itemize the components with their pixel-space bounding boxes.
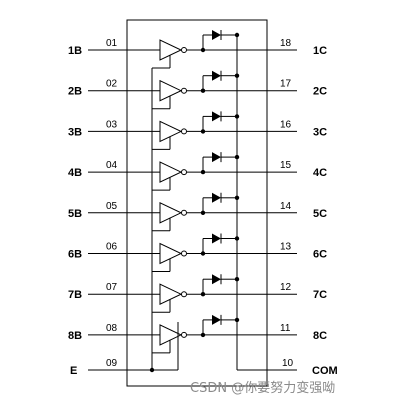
com-pin-number: 10: [282, 358, 294, 369]
diode-icon: [212, 233, 221, 244]
com-label: COM: [312, 365, 338, 377]
chip-outline: [126, 19, 268, 387]
inverter-bubble-icon: [181, 331, 187, 338]
inverter-bubble-icon: [181, 47, 187, 53]
input-pin-number: 02: [106, 79, 118, 90]
channel-5: 5B 05 14 5C: [68, 192, 327, 232]
output-label: 4C: [313, 167, 327, 179]
output-pin-number: 12: [280, 282, 292, 293]
output-label: 3C: [313, 126, 327, 138]
input-label: 6B: [68, 249, 82, 261]
input-label: 5B: [68, 208, 82, 220]
input-pin-number: 05: [106, 201, 118, 212]
inverter-bubble-icon: [181, 209, 187, 216]
diode-icon: [212, 111, 221, 122]
output-pin-number: 11: [280, 323, 291, 334]
inverter-bubble-icon: [181, 250, 187, 257]
diode-icon: [212, 314, 221, 325]
input-label: 3B: [68, 126, 82, 138]
watermark-text: CSDN @你要努力变强呦: [190, 380, 335, 396]
input-label: 4B: [68, 167, 82, 179]
diode-icon: [212, 30, 221, 40]
input-label: 1B: [68, 45, 82, 57]
channel-1: 1B 01 18 1C: [68, 30, 327, 69]
output-pin-number: 17: [280, 79, 292, 90]
input-label: 8B: [68, 330, 82, 342]
enable-junction-dot-icon: [149, 367, 155, 373]
inverter-bubble-icon: [181, 291, 187, 298]
output-pin-number: 14: [280, 201, 292, 212]
output-pin-number: 18: [280, 38, 292, 49]
input-pin-number: 06: [106, 242, 118, 253]
diode-icon: [212, 274, 221, 285]
channel-4: 4B 04 15 4C: [68, 152, 327, 191]
inverter-bubble-icon: [181, 169, 187, 176]
input-label: 7B: [68, 289, 82, 301]
channel-6: 6B 06 13 6C: [68, 233, 327, 272]
diode-icon: [212, 192, 221, 203]
input-pin-number: 01: [106, 38, 118, 49]
input-pin-number: 03: [106, 119, 118, 130]
input-label: 2B: [68, 86, 82, 98]
input-pin-number: 08: [106, 323, 118, 334]
channel-7: 7B 07 12 7C: [68, 274, 327, 313]
diode-icon: [212, 152, 221, 163]
output-pin-number: 16: [280, 119, 292, 130]
inverter-bubble-icon: [181, 128, 187, 135]
channel-8: 8B 08 11 8C: [68, 314, 327, 354]
output-label: 1C: [313, 45, 327, 57]
enable-pin-number: 09: [106, 358, 118, 369]
input-pin-number: 04: [106, 160, 118, 171]
output-pin-number: 15: [280, 160, 292, 171]
inverter-bubble-icon: [181, 87, 187, 94]
diode-icon: [212, 70, 221, 81]
output-label: 6C: [313, 249, 327, 261]
output-pin-number: 13: [280, 242, 292, 253]
output-label: 8C: [313, 330, 327, 342]
output-label: 2C: [313, 86, 327, 98]
input-pin-number: 07: [106, 282, 118, 293]
channel-2: 2B 02 17 2C: [68, 70, 327, 110]
output-label: 5C: [313, 208, 327, 220]
channel-3: 3B 03 16 3C: [68, 111, 327, 150]
enable-label: E: [70, 365, 77, 377]
output-label: 7C: [313, 289, 327, 301]
channels-group: 1B 01 18 1C 2B 02 17 2C 3B 03 16 3C 4B 04 15 4C 5B 05 14 5C…: [68, 30, 327, 354]
